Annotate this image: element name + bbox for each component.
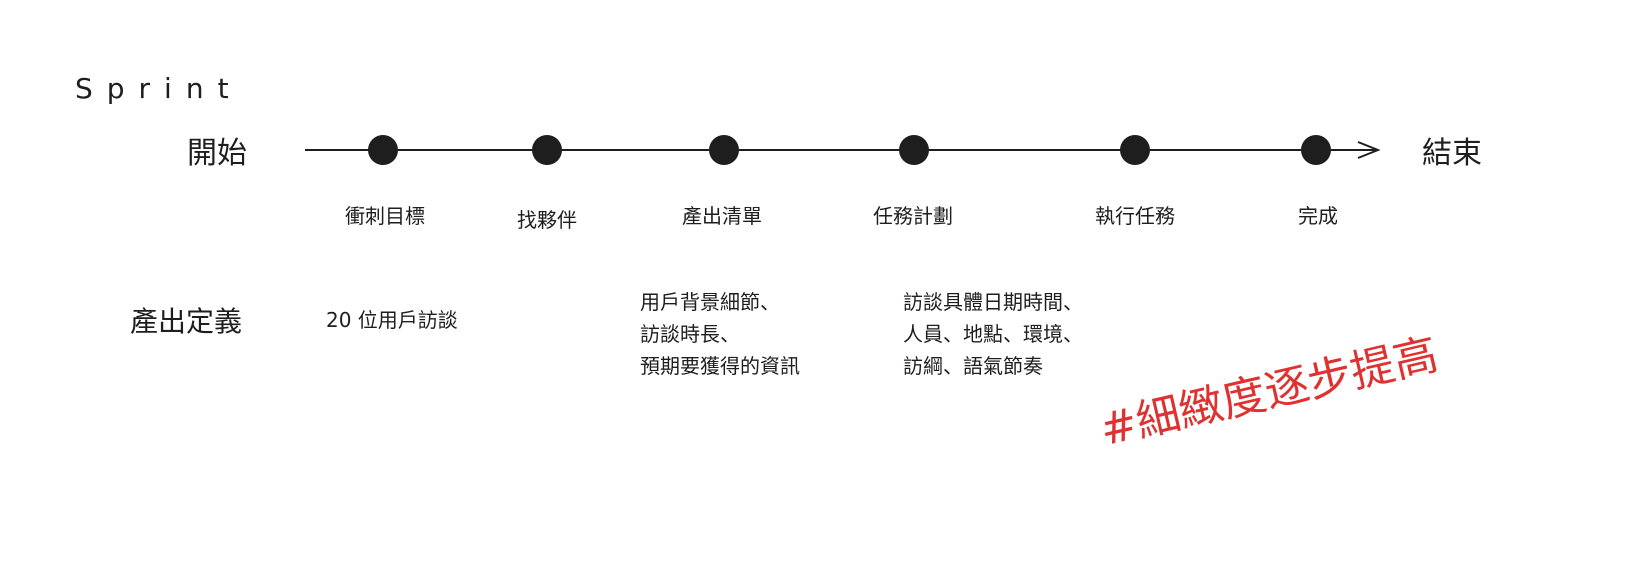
milestone-dot — [1120, 135, 1150, 165]
arrowhead-icon — [1357, 141, 1380, 159]
end-label: 結束 — [1422, 136, 1482, 171]
milestone-dot — [1301, 135, 1331, 165]
timeline-line — [305, 149, 1377, 151]
output-line: 用戶背景細節、 — [640, 290, 780, 314]
milestone-label: 找夥伴 — [517, 208, 577, 232]
output-line: 人員、地點、環境、 — [903, 322, 1083, 346]
milestone-label: 執行任務 — [1095, 204, 1175, 228]
start-label: 開始 — [187, 136, 247, 171]
output-line: 訪談時長、 — [640, 322, 740, 346]
output-item: 20 位用戶訪談 — [326, 304, 458, 336]
milestone-label: 衝刺目標 — [345, 204, 425, 228]
output-line: 預期要獲得的資訊 — [640, 354, 800, 378]
milestone-dot — [368, 135, 398, 165]
detail-increase-tag: #細緻度逐步提高 — [1095, 328, 1443, 457]
output-line: 訪談具體日期時間、 — [903, 290, 1083, 314]
output-item: 訪談具體日期時間、 人員、地點、環境、 訪綱、語氣節奏 — [903, 286, 1083, 382]
milestone-dot — [899, 135, 929, 165]
milestone-label: 任務計劃 — [873, 204, 953, 228]
output-definition-label: 產出定義 — [130, 305, 243, 338]
milestone-label: 完成 — [1298, 204, 1338, 228]
diagram-title: Sprint — [75, 72, 243, 105]
output-item: 用戶背景細節、 訪談時長、 預期要獲得的資訊 — [640, 286, 800, 382]
milestone-label: 產出清單 — [682, 204, 762, 228]
output-line: 訪綱、語氣節奏 — [903, 354, 1043, 378]
output-line: 20 位用戶訪談 — [326, 308, 458, 332]
milestone-dot — [709, 135, 739, 165]
milestone-dot — [532, 135, 562, 165]
